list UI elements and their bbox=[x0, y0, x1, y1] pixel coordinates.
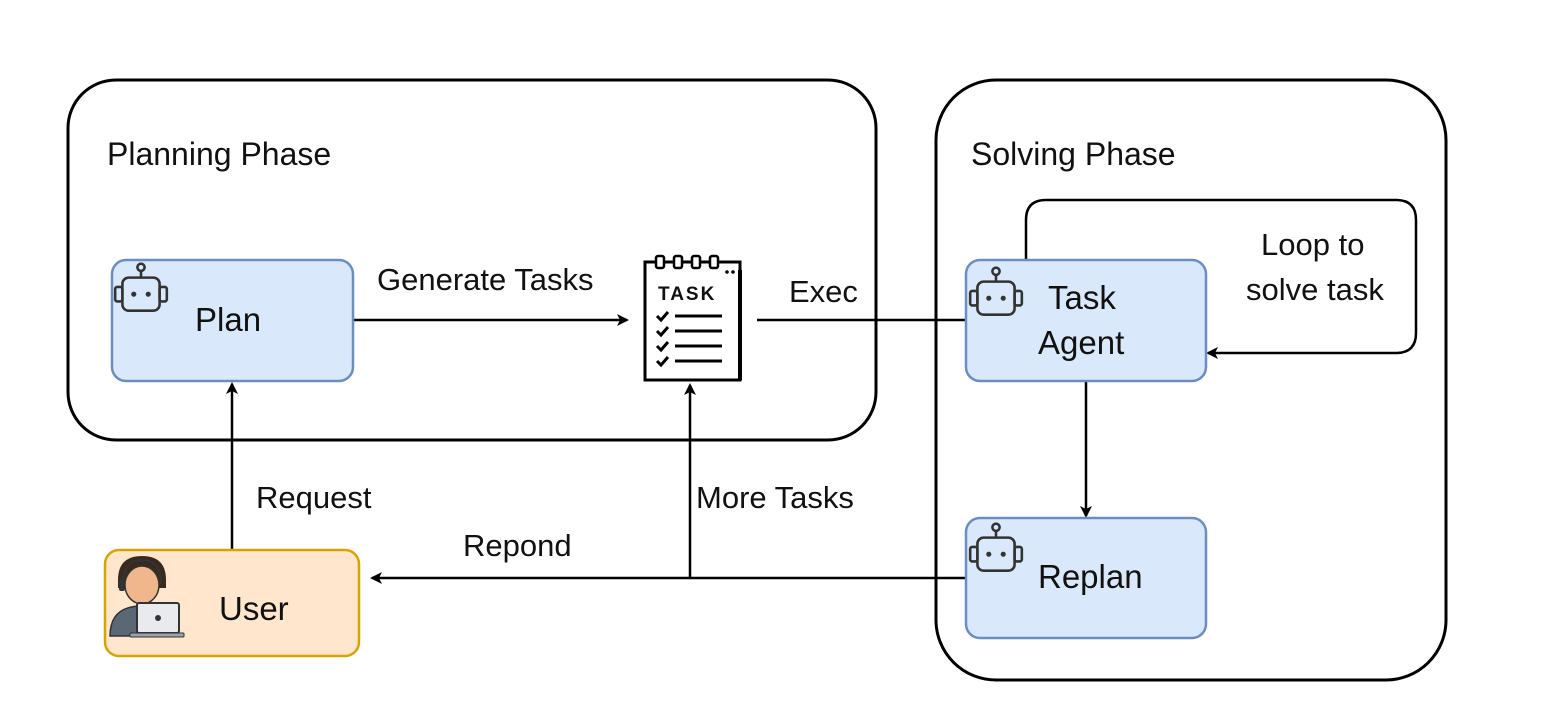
solving-phase-label: Solving Phase bbox=[971, 136, 1176, 172]
node-task-agent-label-line2: Agent bbox=[1038, 324, 1124, 361]
planning-phase-label: Planning Phase bbox=[107, 136, 331, 172]
node-replan-label: Replan bbox=[1038, 558, 1143, 595]
node-plan-label: Plan bbox=[195, 301, 261, 338]
node-replan: Replan bbox=[964, 516, 1208, 640]
node-user: User bbox=[103, 548, 361, 658]
label-loop-line1: Loop to bbox=[1261, 227, 1364, 262]
label-loop-line2: solve task bbox=[1246, 272, 1384, 307]
planning-phase-container: Planning Phase bbox=[66, 78, 878, 442]
node-user-label: User bbox=[219, 590, 289, 627]
user-laptop-icon bbox=[109, 556, 185, 638]
task-list-label: TASK bbox=[658, 284, 716, 305]
label-request: Request bbox=[256, 480, 372, 515]
edge-loop bbox=[1024, 198, 1418, 359]
edges bbox=[226, 198, 1418, 584]
task-list-icon: TASK bbox=[643, 254, 742, 382]
node-plan: Plan bbox=[110, 258, 355, 383]
node-task-agent: Task Agent bbox=[964, 258, 1208, 383]
solving-phase-container: Solving Phase bbox=[934, 78, 1448, 682]
label-more-tasks: More Tasks bbox=[696, 480, 854, 515]
node-task-agent-label-line1: Task bbox=[1048, 279, 1116, 316]
label-respond: Repond bbox=[463, 528, 572, 563]
label-generate-tasks: Generate Tasks bbox=[377, 262, 594, 297]
label-exec: Exec bbox=[789, 274, 858, 309]
